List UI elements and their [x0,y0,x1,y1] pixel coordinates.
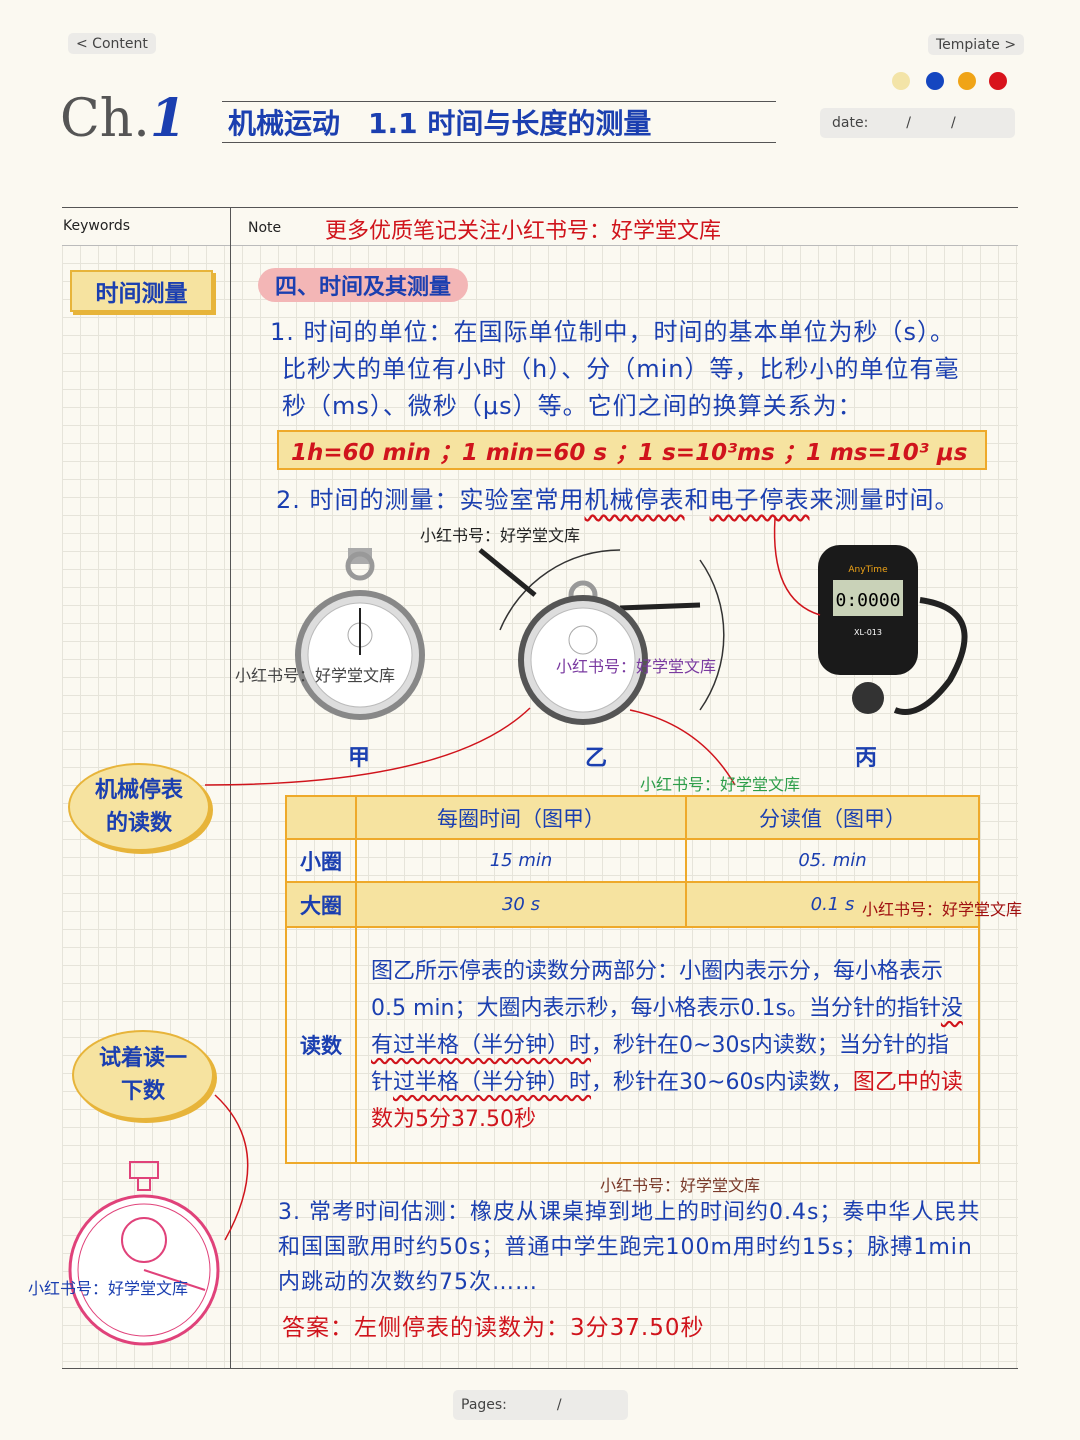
table-header: 分读值（图甲） [684,795,981,840]
watermark: 小红书号：好学堂文库 [28,1279,189,1298]
keyword-line: 试着读一 [98,1046,187,1071]
table-header: 每圈时间（图甲） [355,795,687,840]
keyword-try-reading: 试着读一下数 [72,1030,214,1120]
text-underlined: 没有过半格（半分钟）时 [371,995,963,1058]
watermark: 小红书号：好学堂文库 [600,1176,761,1195]
divider [62,1368,1018,1369]
text-line: 秒（ms）、微秒（μs）等。它们之间的换算关系为： [282,392,863,420]
template-button[interactable]: Tempiate > [928,34,1025,55]
date-field[interactable]: date: / / [820,108,1015,138]
chapter-label: Ch.1 [60,88,186,149]
mechanical-stopwatch-a-icon [295,548,425,720]
content-button[interactable]: < Content [68,33,156,54]
keywords-header: Keywords [63,218,131,234]
mechanical-stopwatch-b-icon [478,548,725,725]
figure-label-c: 丙 [855,746,878,771]
keyword-line: 的读数 [105,811,172,836]
color-swatch-orange[interactable] [958,72,976,90]
row-label: 读数 [285,926,357,1164]
cell: 05. min [684,838,981,883]
model-label: XL-013 [854,628,882,637]
keyword-line: 下数 [120,1079,165,1104]
watermark: 小红书号：好学堂文库 [235,666,396,685]
date-sep: / [951,115,956,131]
text: 图乙所示停表的读数分两部分：小圈内表示分，每小格表示0.5 min；大圈内表示秒… [371,958,944,1021]
arrow [629,709,736,786]
text-line: 1. 时间的单位：在国际单位制中，时间的基本单位为秒（s）。 [270,318,956,346]
text-line: 比秒大的单位有小时（h）、分（min）等，比秒小的单位有毫 [282,355,960,383]
conversion-formula: 1h=60 min ；1 min=60 s ；1 s=10³ms ；1 ms=1… [277,430,987,470]
column-divider [230,207,231,1368]
paragraph-units: 1. 时间的单位：在国际单位制中，时间的基本单位为秒（s）。 比秒大的单位有小时… [270,314,1000,425]
watermark: 小红书号：好学堂文库 [640,775,801,794]
pages-label: Pages: [461,1397,507,1413]
note-header: Note [248,220,282,236]
section-heading: 四、时间及其测量 [258,268,468,302]
figure-label-a: 甲 [348,746,371,771]
date-sep: / [906,115,912,131]
text-underlined: 机械停表 [584,486,685,514]
watermark: 小红书号：好学堂文库 [862,900,1023,919]
answer-text: 答案：左侧停表的读数为：3分37.50秒 [282,1315,705,1341]
divider [62,207,1018,208]
page-title: 机械运动 1.1 时间与长度的测量 [222,101,776,143]
divider [62,245,1018,246]
practice-stopwatch-icon [68,1094,249,1346]
row-label: 小圈 [285,838,357,883]
keyword-line: 机械停表 [94,778,183,803]
digital-readout: 0:0000 [835,590,900,611]
color-swatch-red[interactable] [989,72,1007,90]
watermark: 小红书号：好学堂文库 [556,657,717,676]
reading-answer: 图乙中的读数为5分37.50秒 [371,1069,963,1132]
text: 来测量时间。 [809,486,960,514]
arrow-to-b [204,707,531,786]
date-label: date: [832,115,869,131]
digital-stopwatch-icon: 0:0000 AnyTime XL-013 [818,545,968,715]
pages-sep: / [556,1397,562,1413]
text: ，秒针在30~60s内读数， [591,1069,853,1095]
cell: 15 min [355,838,687,883]
text: 和 [684,486,710,514]
cell: 30 s [355,881,687,928]
promo-text: 更多优质笔记关注小红书号：好学堂文库 [325,219,722,244]
stopwatch-figures: 0:0000 AnyTime XL-013 [295,517,968,786]
text-underlined: 电子停表 [709,486,810,514]
keyword-stopwatch-reading: 机械停表的读数 [68,763,210,851]
arrow [773,517,821,616]
paragraph-measure: 2. 时间的测量：实验室常用机械停表和电子停表来测量时间。 [276,480,960,515]
figure-label-b: 乙 [585,746,608,771]
table-row: 读数 图乙所示停表的读数分两部分：小圈内表示分，每小格表示0.5 min；大圈内… [285,926,980,1164]
watermark: 小红书号：好学堂文库 [420,526,581,545]
text: 2. 时间的测量：实验室常用 [276,486,585,514]
pages-field[interactable]: Pages: / [453,1390,628,1420]
chapter-number: 1 [149,88,186,149]
text-underlined: 过半格（半分钟）时 [393,1069,592,1095]
text: ，秒针在0~30s内读数；当分针的指针 [371,1032,949,1095]
color-swatch-blue[interactable] [926,72,944,90]
row-label: 大圈 [285,881,357,928]
brand-label: AnyTime [848,565,888,575]
cell: 0.1 s [684,881,981,928]
keyword-time-measure: 时间测量 [70,270,213,312]
paragraph-estimation: 3. 常考时间估测：橡皮从课桌掉到地上的时间约0.4s；奏中华人民共和国国歌用时… [278,1200,981,1295]
color-swatch-cream[interactable] [892,72,910,90]
chapter-prefix: Ch. [60,89,150,149]
reading-explanation: 图乙所示停表的读数分两部分：小圈内表示分，每小格表示0.5 min；大圈内表示秒… [355,926,980,1164]
